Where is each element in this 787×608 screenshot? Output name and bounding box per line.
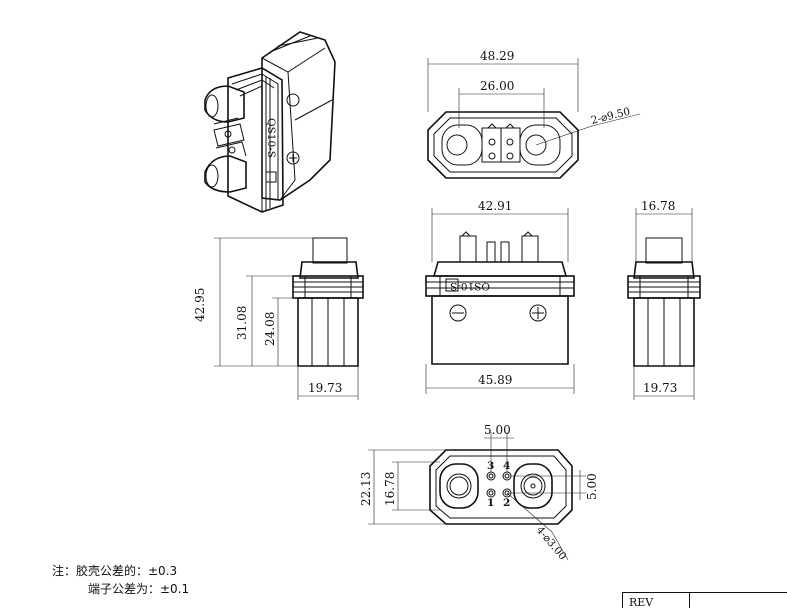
dim-top-pitch: 26.00 bbox=[480, 79, 514, 93]
dim-bottom-pitch: 5.00 bbox=[484, 423, 511, 437]
rev-label: REV bbox=[629, 596, 654, 608]
pin-number-3: 3 bbox=[487, 460, 494, 472]
front-part-marking: QS10-S bbox=[450, 280, 490, 292]
front-view: QS10-S 42.91 45.89 bbox=[425, 199, 575, 394]
tolerance-note-terminal: 端子公差为：±0.1 bbox=[88, 582, 190, 596]
dim-bottom-height-outer: 22.13 bbox=[359, 472, 373, 506]
dim-side-width: 16.78 bbox=[641, 199, 675, 213]
bottom-view: 3 4 1 2 5.00 22.13 16.78 5.00 4-⌀3.00 bbox=[359, 423, 599, 563]
title-block: REV bbox=[622, 592, 787, 608]
dim-bottom-pins: 4-⌀3.00 bbox=[534, 524, 569, 562]
pin-number-1: 1 bbox=[487, 497, 494, 509]
left-side-view: 42.95 31.08 24.08 19.73 bbox=[193, 237, 364, 400]
dim-bottom-right-pitch: 5.00 bbox=[585, 473, 599, 500]
iso-part-marking: QS10-S bbox=[265, 118, 277, 158]
dim-left-height-mid: 31.08 bbox=[235, 306, 249, 340]
dim-left-total-height: 42.95 bbox=[193, 288, 207, 322]
pin-number-4: 4 bbox=[503, 460, 510, 472]
dim-top-hole: 2-⌀9.50 bbox=[590, 106, 632, 127]
dim-left-height-low: 24.08 bbox=[263, 312, 277, 346]
title-block-rev-cell: REV bbox=[623, 593, 690, 608]
dim-front-width: 42.91 bbox=[478, 199, 512, 213]
dim-right-bottom-width: 19.73 bbox=[643, 381, 677, 395]
isometric-view: QS10-S bbox=[204, 31, 336, 213]
dim-front-bottom-width: 45.89 bbox=[478, 373, 512, 387]
dim-bottom-height-inner: 16.78 bbox=[383, 472, 397, 506]
dim-left-bottom-width: 19.73 bbox=[308, 381, 342, 395]
right-side-view: 16.78 19.73 bbox=[627, 199, 701, 400]
tolerance-note-housing: 注：胶壳公差的：±0.3 bbox=[52, 564, 178, 578]
pin-number-2: 2 bbox=[503, 497, 510, 509]
top-view: 48.29 26.00 2-⌀9.50 bbox=[427, 49, 641, 179]
dim-top-width: 48.29 bbox=[480, 49, 514, 63]
